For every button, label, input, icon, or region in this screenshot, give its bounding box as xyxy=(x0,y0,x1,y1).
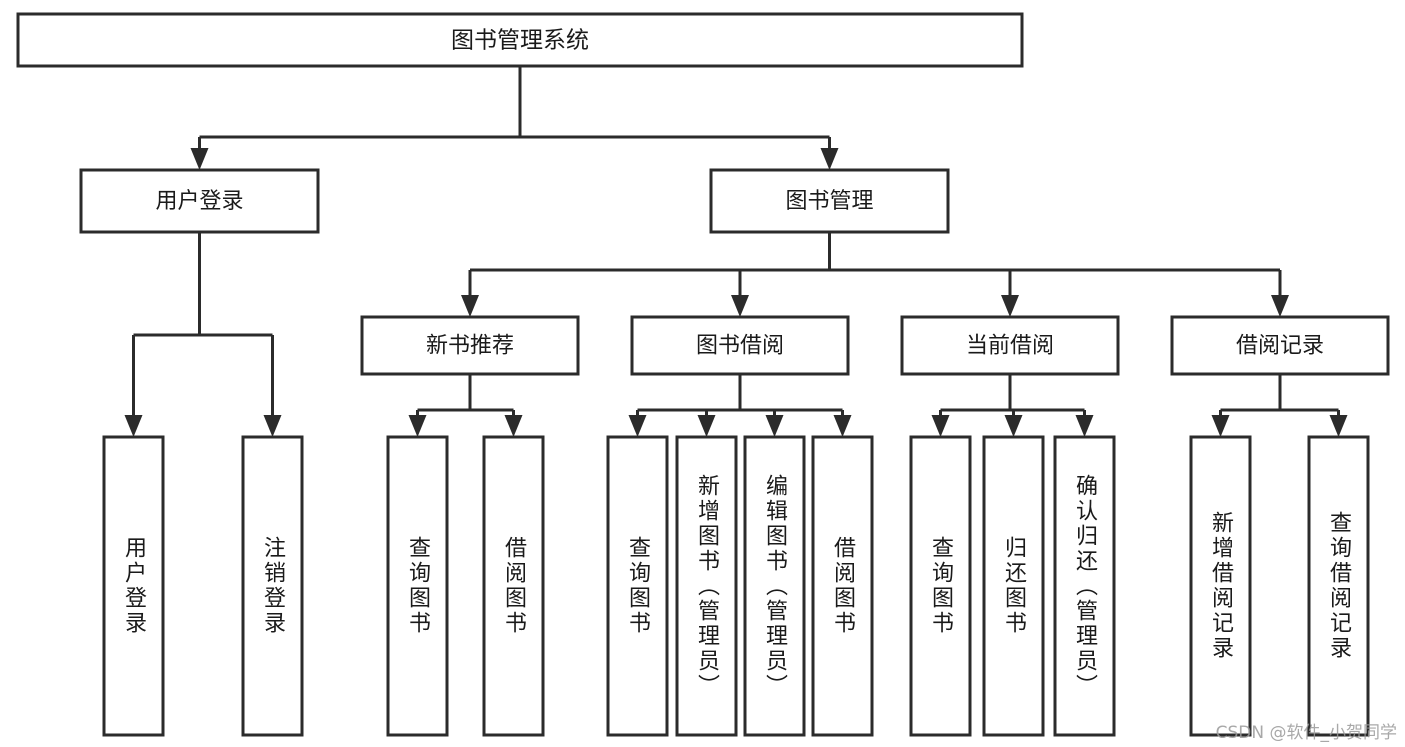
arrow-head-icon xyxy=(1211,415,1230,437)
node-leaf-query-book-2[interactable] xyxy=(606,435,669,737)
node-root-rect[interactable] xyxy=(16,12,1024,68)
node-leaf-add-borrow-record-rect[interactable] xyxy=(1189,435,1252,737)
node-leaf-query-book-2-rect[interactable] xyxy=(606,435,669,737)
node-leaf-confirm-return-admin-rect[interactable] xyxy=(1053,435,1116,737)
arrow-head-icon xyxy=(408,415,427,437)
node-leaf-confirm-return-admin[interactable] xyxy=(1053,435,1116,737)
node-current-borrow-rect[interactable] xyxy=(900,315,1120,376)
arrow-head-icon xyxy=(124,415,143,437)
node-leaf-query-borrow-record-rect[interactable] xyxy=(1307,435,1370,737)
node-leaf-return-book[interactable] xyxy=(982,435,1045,737)
arrow-head-icon xyxy=(263,415,282,437)
node-new-book-recommend-label: 新书推荐 xyxy=(426,334,514,359)
node-book-borrow-rect[interactable] xyxy=(630,315,850,376)
connector-lines-layer xyxy=(124,66,1348,437)
node-borrow-record[interactable]: 借阅记录 xyxy=(1170,315,1390,376)
node-leaf-add-borrow-record[interactable] xyxy=(1189,435,1252,737)
arrow-head-icon xyxy=(504,415,523,437)
arrow-head-icon xyxy=(461,295,479,317)
node-leaf-query-book-1[interactable] xyxy=(386,435,449,737)
node-leaf-return-book-rect[interactable] xyxy=(982,435,1045,737)
arrow-head-icon xyxy=(820,148,839,170)
node-book-borrow[interactable]: 图书借阅 xyxy=(630,315,850,376)
node-leaf-user-logout-rect[interactable] xyxy=(241,435,304,737)
node-leaf-user-logout[interactable] xyxy=(241,435,304,737)
arrow-head-icon xyxy=(1004,415,1023,437)
node-leaf-borrow-book-1-rect[interactable] xyxy=(482,435,545,737)
node-user-login-rect[interactable] xyxy=(79,168,320,234)
arrow-head-icon xyxy=(190,148,209,170)
node-leaf-borrow-book-1[interactable] xyxy=(482,435,545,737)
node-user-login[interactable]: 用户登录 xyxy=(79,168,320,234)
node-root[interactable]: 图书管理系统 xyxy=(16,12,1024,68)
node-leaf-edit-book-admin-rect[interactable] xyxy=(743,435,806,737)
arrow-head-icon xyxy=(731,295,749,317)
node-new-book-recommend[interactable]: 新书推荐 xyxy=(360,315,580,376)
node-current-borrow[interactable]: 当前借阅 xyxy=(900,315,1120,376)
node-new-book-recommend-rect[interactable] xyxy=(360,315,580,376)
arrow-head-icon xyxy=(765,415,784,437)
node-leaf-borrow-book-2[interactable] xyxy=(811,435,874,737)
arrow-head-icon xyxy=(697,415,716,437)
node-leaf-add-book-admin[interactable] xyxy=(675,435,738,737)
node-book-manage[interactable]: 图书管理 xyxy=(709,168,950,234)
node-user-login-label: 用户登录 xyxy=(155,189,243,214)
arrow-head-icon xyxy=(1001,295,1019,317)
node-leaf-add-book-admin-rect[interactable] xyxy=(675,435,738,737)
node-leaf-query-book-3[interactable] xyxy=(909,435,972,737)
arrow-head-icon xyxy=(1271,295,1289,317)
node-leaf-borrow-book-2-rect[interactable] xyxy=(811,435,874,737)
node-current-borrow-label: 当前借阅 xyxy=(966,334,1054,359)
node-book-borrow-label: 图书借阅 xyxy=(696,334,784,359)
arrow-head-icon xyxy=(1329,415,1348,437)
node-book-manage-label: 图书管理 xyxy=(785,189,873,214)
node-borrow-record-label: 借阅记录 xyxy=(1236,334,1324,359)
node-leaf-user-login-rect[interactable] xyxy=(102,435,165,737)
node-leaf-query-book-1-rect[interactable] xyxy=(386,435,449,737)
arrow-head-icon xyxy=(931,415,950,437)
node-leaf-query-borrow-record[interactable] xyxy=(1307,435,1370,737)
arrow-head-icon xyxy=(1075,415,1094,437)
node-book-manage-rect[interactable] xyxy=(709,168,950,234)
node-leaf-edit-book-admin[interactable] xyxy=(743,435,806,737)
node-leaf-user-login[interactable] xyxy=(102,435,165,737)
arrow-head-icon xyxy=(628,415,647,437)
node-borrow-record-rect[interactable] xyxy=(1170,315,1390,376)
arrow-head-icon xyxy=(833,415,852,437)
node-root-label: 图书管理系统 xyxy=(451,28,589,54)
node-leaf-query-book-3-rect[interactable] xyxy=(909,435,972,737)
